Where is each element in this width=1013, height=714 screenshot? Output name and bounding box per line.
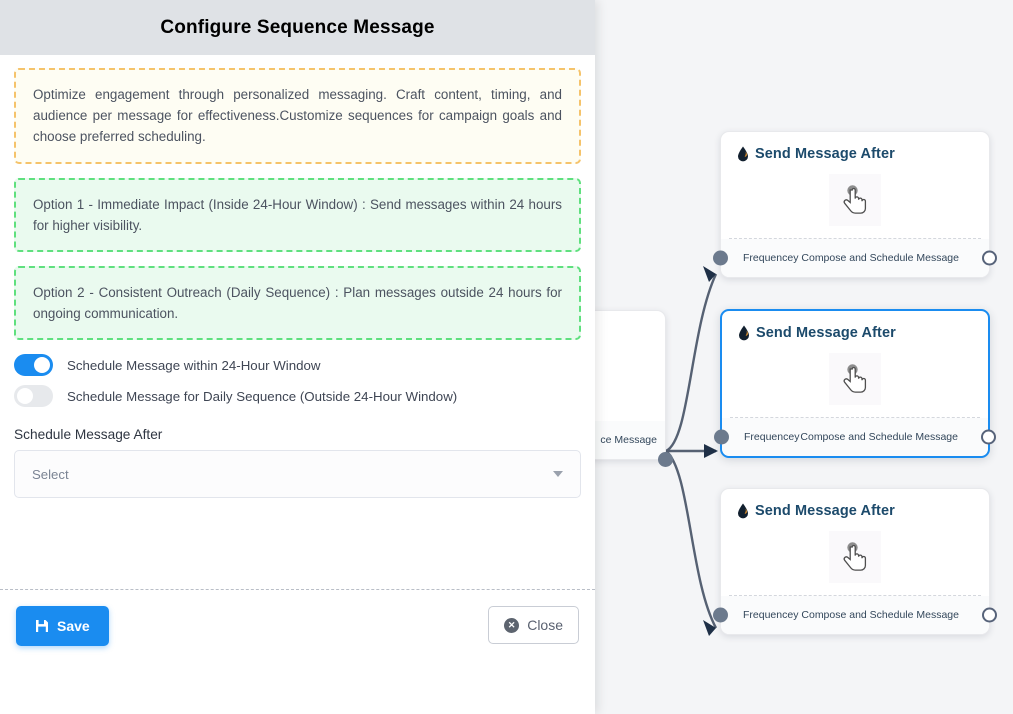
chevron-down-icon xyxy=(553,471,563,478)
node-output-port[interactable] xyxy=(981,429,996,445)
node-footer: Frequencey Compose and Schedule Message xyxy=(714,418,996,456)
close-circle-icon: ✕ xyxy=(504,617,520,633)
modal-body: Optimize engagement through personalized… xyxy=(0,55,595,589)
toggle-label-daily-sequence: Schedule Message for Daily Sequence (Out… xyxy=(67,388,458,404)
tap-hand-icon xyxy=(829,531,881,583)
save-button-label: Save xyxy=(57,618,90,634)
flow-node-send-message-after-3[interactable]: Send Message After Frequencey Compose an… xyxy=(713,488,997,635)
schedule-message-after-label: Schedule Message After xyxy=(14,427,163,443)
tap-hand-icon xyxy=(829,174,881,226)
node-footer-left-label: Frequencey xyxy=(743,252,799,264)
node-input-port[interactable] xyxy=(713,250,728,266)
toggle-label-within-24h: Schedule Message within 24-Hour Window xyxy=(67,357,321,373)
water-drop-icon xyxy=(738,503,748,519)
save-button[interactable]: Save xyxy=(16,606,109,646)
select-value: Select xyxy=(32,466,69,482)
option-1-note: Option 1 - Immediate Impact (Inside 24-H… xyxy=(14,177,581,252)
toggle-knob xyxy=(17,388,33,405)
node-output-port[interactable] xyxy=(658,452,673,467)
save-floppy-icon xyxy=(36,620,48,632)
node-title: Send Message After xyxy=(755,146,895,162)
node-body xyxy=(721,162,989,238)
node-input-port[interactable] xyxy=(713,607,728,623)
node-footer-right-label: Compose and Schedule Message xyxy=(801,609,959,621)
node-footer: Frequencey Compose and Schedule Message xyxy=(713,596,997,634)
toggle-schedule-within-24h[interactable] xyxy=(14,354,53,377)
node-footer-right-label: Compose and Schedule Message xyxy=(800,431,958,443)
toggle-row-within-24h: Schedule Message within 24-Hour Window xyxy=(14,354,581,377)
node-body xyxy=(722,341,988,417)
node-footer-left-label: Frequencey xyxy=(743,609,799,621)
node-divider xyxy=(729,595,981,596)
node-footer-right-label: ce Message xyxy=(600,434,657,446)
node-footer-left-label: Frequencey xyxy=(744,431,800,443)
water-drop-icon xyxy=(739,325,749,341)
node-header: Send Message After xyxy=(721,132,989,162)
schedule-message-after-select[interactable]: Select xyxy=(14,450,581,499)
node-footer: Frequencey Compose and Schedule Message xyxy=(713,239,997,277)
info-note: Optimize engagement through personalized… xyxy=(14,68,581,164)
node-output-port[interactable] xyxy=(982,250,997,266)
node-title: Send Message After xyxy=(755,503,895,519)
node-divider xyxy=(729,238,981,239)
toggle-row-daily-sequence: Schedule Message for Daily Sequence (Out… xyxy=(14,385,581,408)
page-title: Configure Sequence Message xyxy=(160,16,435,38)
toggle-schedule-daily-sequence[interactable] xyxy=(14,385,53,408)
node-title: Send Message After xyxy=(756,325,896,341)
modal-footer: Save ✕ Close xyxy=(0,589,595,714)
modal-header: Configure Sequence Message xyxy=(0,0,595,55)
node-divider xyxy=(730,417,980,418)
flow-node-send-message-after-1[interactable]: Send Message After Frequencey Compose an… xyxy=(713,131,997,278)
option-2-note: Option 2 - Consistent Outreach (Daily Se… xyxy=(14,265,581,341)
node-input-port[interactable] xyxy=(714,429,729,445)
close-button-label: Close xyxy=(527,617,563,633)
configure-sequence-message-modal: Configure Sequence Message Optimize enga… xyxy=(0,0,595,714)
toggle-knob xyxy=(34,357,50,374)
close-button[interactable]: ✕ Close xyxy=(488,606,579,644)
flow-node-send-message-after-2[interactable]: Send Message After Frequencey Compose an… xyxy=(714,309,996,458)
node-body xyxy=(721,519,989,595)
node-footer-right-label: Compose and Schedule Message xyxy=(801,252,959,264)
node-header: Send Message After xyxy=(721,489,989,519)
tap-hand-icon xyxy=(829,353,881,405)
node-output-port[interactable] xyxy=(982,607,997,623)
water-drop-icon xyxy=(738,146,748,162)
node-header: Send Message After xyxy=(722,311,988,341)
